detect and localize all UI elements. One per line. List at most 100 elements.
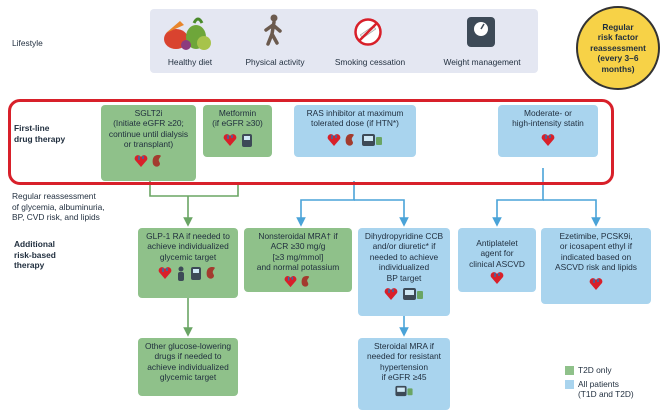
box-line: needed for resistant [366, 351, 442, 362]
smoking-cessation-label: Smoking cessation [334, 57, 406, 67]
reassessment-line: Regular reassessment [12, 191, 96, 201]
ezetimibe-box: Ezetimibe, PCSK9i, or icosapent ethyl if… [541, 228, 651, 304]
first-line-label-line: First-line [14, 123, 50, 133]
box-line: tolerated dose (if HTN*) [311, 118, 399, 129]
box-line: needed to achieve [369, 251, 439, 262]
additional-therapy-label: Additional risk-based therapy [14, 239, 56, 271]
box-line: and normal potassium [256, 262, 340, 273]
healthy-diet-label: Healthy diet [167, 57, 213, 67]
statin-box: Moderate- or high-intensity statin [498, 105, 598, 157]
lifestyle-label: Lifestyle [12, 38, 43, 48]
reassess-line: Regular [602, 21, 634, 32]
glucose-meter-icon [241, 133, 252, 147]
reassessment-line: BP, CVD risk, and lipids [12, 212, 100, 222]
heart-icon [223, 133, 236, 146]
legend-t2d-label: T2D only [578, 365, 612, 375]
box-line: [≥3 mg/mmol] [272, 251, 324, 262]
box-line: or icosapent ethyl if [559, 241, 633, 252]
ras-inhibitor-box: RAS inhibitor at maximum tolerated dose … [294, 105, 416, 157]
box-line: hypertension [380, 361, 428, 372]
box-line: or transplant) [123, 139, 174, 150]
other-glucose-lowering-box: Other glucose-lowering drugs if needed t… [138, 338, 238, 396]
blood-pressure-monitor-icon [403, 288, 423, 301]
box-line: Other glucose-lowering [144, 341, 232, 351]
metformin-box: Metformin (if eGFR ≥30) [203, 105, 272, 157]
heart-icon [134, 154, 147, 167]
box-line: ASCVD risk and lipids [555, 262, 637, 273]
additional-label-line: risk-based [14, 249, 56, 260]
legend-all-line: All patients [578, 379, 619, 389]
box-line: individualized [378, 262, 430, 273]
reassess-line: risk factor [597, 32, 639, 43]
box-line: ACR ≥30 mg/g [270, 241, 326, 252]
reassessment-line: of glycemia, albuminuria, [12, 201, 105, 212]
legend-all-swatch [565, 380, 574, 389]
healthy-food-icon [164, 17, 211, 50]
kidney-icon [345, 133, 354, 146]
box-line: SGLT2i [134, 108, 163, 118]
box-line: agent for [480, 248, 514, 259]
box-line: Steroidal MRA if [373, 341, 435, 351]
heart-icon [589, 277, 603, 290]
scale-icon [467, 17, 495, 47]
box-line: Moderate- or [524, 108, 572, 118]
antiplatelet-box: Antiplatelet agent for clinical ASCVD [458, 228, 536, 292]
dihydropyridine-ccb-box: Dihydropyridine CCB and/or diuretic* if … [358, 228, 450, 316]
box-line: (Initiate eGFR ≥20; [113, 118, 184, 129]
physical-activity-label: Physical activity [245, 57, 305, 67]
no-smoking-icon [354, 18, 382, 46]
heart-icon [327, 133, 341, 146]
reassess-line: reassessment [590, 42, 646, 53]
heart-icon [490, 272, 504, 285]
additional-label-line: Additional [14, 239, 55, 249]
first-line-label: First-line drug therapy [14, 123, 65, 144]
box-line: high-intensity statin [512, 118, 584, 129]
glp1-ra-box: GLP-1 RA if needed to achieve individual… [138, 228, 238, 298]
box-line: glycemic target [159, 372, 217, 383]
box-line: GLP-1 RA if needed to [146, 231, 230, 241]
walking-person-icon [264, 14, 282, 46]
steroidal-mra-box: Steroidal MRA if needed for resistant hy… [358, 338, 450, 410]
box-line: Antiplatelet [476, 238, 518, 248]
box-line: and/or diuretic* if [372, 241, 436, 252]
box-line: Metformin [218, 108, 257, 118]
kidney-icon [301, 275, 310, 287]
box-line: drugs if needed to [154, 351, 222, 362]
first-line-frame [8, 99, 614, 185]
legend-all-line: (T1D and T2D) [578, 389, 634, 400]
nonsteroidal-mra-box: Nonsteroidal MRA† if ACR ≥30 mg/g [≥3 mg… [244, 228, 352, 292]
blood-pressure-monitor-icon [362, 133, 382, 146]
weight-management-label: Weight management [443, 57, 521, 67]
box-line: Ezetimibe, PCSK9i, [559, 231, 633, 241]
box-line: continue until dialysis [108, 128, 189, 139]
box-line: achieve individualized [147, 361, 229, 372]
box-line: Dihydropyridine CCB [364, 231, 444, 241]
kidney-icon [206, 267, 215, 279]
box-line: indicated based on [560, 251, 632, 262]
box-line: achieve individualized [147, 241, 229, 252]
heart-icon [384, 288, 398, 301]
sglt2i-box: SGLT2i (Initiate eGFR ≥20; continue unti… [101, 105, 196, 181]
box-line: if eGFR ≥45 [381, 372, 427, 383]
legend-all-label: All patients (T1D and T2D) [578, 379, 634, 400]
first-line-label-line: drug therapy [14, 133, 66, 144]
box-line: RAS inhibitor at maximum [306, 108, 404, 118]
box-line: clinical ASCVD [469, 258, 525, 269]
box-line: glycemic target [159, 251, 217, 262]
blood-pressure-monitor-icon [395, 385, 413, 396]
reassess-line: (every 3–6 [597, 53, 639, 64]
glucose-meter-icon [191, 267, 201, 281]
reassess-line: months) [601, 63, 635, 74]
heart-icon [284, 275, 297, 287]
weight-figure-icon [178, 266, 184, 282]
heart-icon [158, 267, 172, 280]
heart-icon [541, 133, 555, 146]
box-line: BP target [386, 272, 422, 283]
additional-label-line: therapy [14, 260, 45, 270]
box-line: (if eGFR ≥30) [212, 118, 263, 129]
regular-reassessment-text: Regular reassessment of glycemia, albumi… [12, 191, 105, 223]
legend-t2d-swatch [565, 366, 574, 375]
risk-factor-reassessment-circle: Regular risk factor reassessment (every … [576, 6, 660, 90]
kidney-icon [152, 154, 161, 167]
box-line: Nonsteroidal MRA† if [258, 231, 338, 241]
